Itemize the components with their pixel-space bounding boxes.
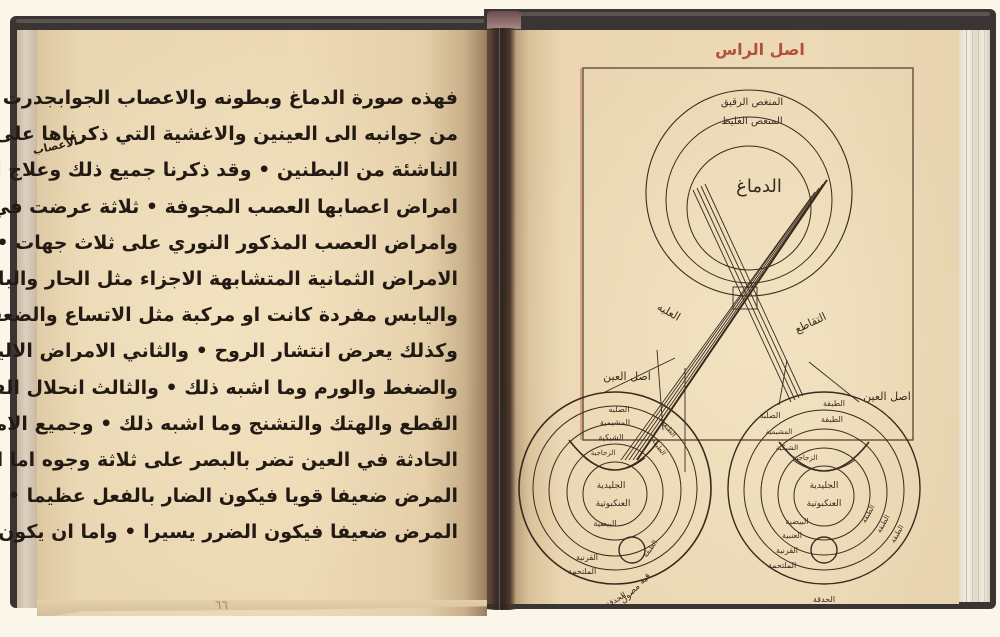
right-eye-layer-label: العنبية	[782, 531, 802, 540]
right-page	[487, 30, 959, 604]
membrane-label-inner: المنغص الغليظ	[721, 116, 782, 127]
right-eye-layer-label: الطبقة	[860, 504, 877, 525]
nerve-label-left: العليه	[655, 300, 683, 324]
right-eye-layer-label: القرنية	[776, 546, 798, 555]
diagram-title: اصل الراس	[715, 40, 805, 59]
optic-nerves	[604, 179, 860, 472]
text-line: المرض ضعيفا قويا فيكون الضار بالفعل عظيم…	[0, 485, 458, 508]
left-eye-layer-label: الجليدية	[597, 481, 626, 491]
text-line: الامراض الثمانية المتشابهة الاجزاء مثل ا…	[0, 267, 458, 290]
left-eye-layer-label: الطبقة	[659, 419, 678, 439]
text-line: امراض اعصابها العصب المجوفة • ثلاثة عرضت…	[0, 195, 458, 218]
left-page-text: فهذه صورة الدماغ وبطونه والاعصاب الجوابج…	[0, 80, 459, 550]
left-eye-layer-label: المشيمية	[600, 418, 630, 427]
right-eye-layer-label: الطبقة	[823, 399, 845, 408]
right-eye-layer-label: الصلبة	[760, 411, 781, 420]
right-eye-layer-label: المشيمية	[766, 428, 792, 436]
page-block-edge-left	[17, 30, 39, 608]
left-eye-layer-label: القرنية	[576, 553, 598, 562]
left-eye-layer-label: الملتحمة	[568, 567, 596, 576]
eye-root-label-right: اصل العين	[863, 390, 911, 403]
book-headband	[487, 11, 521, 29]
text-line: وامراض العصب المذكور النوري على ثلاث جها…	[0, 231, 458, 254]
text-line: وكذلك يعرض انتشار الروح • والثاني الامرا…	[0, 340, 458, 363]
right-eye-circles	[727, 391, 921, 585]
right-eye-pupil-label: الحدقة	[813, 595, 835, 604]
text-line: المرض ضعيفا فيكون الضرر يسيرا • واما ان …	[0, 521, 458, 544]
text-line: القطع والهتك والتشنج وما اشبه ذلك • وجمي…	[0, 412, 458, 435]
text-line: والضغط والورم وما اشبه ذلك • والثالث انح…	[0, 376, 458, 399]
left-page	[37, 30, 487, 616]
left-eye-layer-label: الزجاجية	[591, 449, 616, 457]
right-eye-layer-label: الشبكية	[776, 444, 798, 452]
text-line: الناشئة من البطنين • وقد ذكرنا جميع ذلك …	[0, 159, 458, 182]
page-block-edge-right	[958, 30, 990, 602]
right-eye-layer-label: الزجاجية	[793, 454, 818, 462]
right-eye-layer-label: البيضية	[785, 517, 808, 526]
left-eye-layer-label: البيضية	[593, 519, 616, 528]
right-eye-layer-label: الجليدية	[810, 481, 839, 491]
text-line: واليابس مفردة كانت او مركبة مثل الاتساع …	[0, 304, 458, 327]
left-eye-circles	[518, 391, 712, 585]
text-line: من جوانبه الى العينين والاغشية التي ذكرن…	[0, 123, 458, 146]
right-eye-layer-label: الطبقة	[875, 514, 892, 535]
eye-root-label-left: اصل العين	[603, 370, 651, 383]
eye-anatomy-diagram: المنغص الرقيق المنغص الغليظ الدماغ العلي…	[518, 67, 921, 604]
nerve-label-right: التقاطع	[793, 310, 829, 336]
diagram-labels: المنغص الرقيق المنغص الغليظ الدماغ العلي…	[568, 97, 911, 604]
left-eye-bottom-note: فيه مصول	[618, 571, 652, 604]
diagram-frame	[582, 67, 914, 441]
right-eye-layer-label: الطبقة	[821, 415, 843, 424]
membrane-label-outer: المنغص الرقيق	[721, 97, 783, 108]
folio-number: ٦٦	[215, 598, 228, 612]
left-eye-layer-label: الشبكية	[598, 433, 623, 442]
text-line: فهذه صورة الدماغ وبطونه والاعصاب الجوابج…	[2, 87, 459, 109]
right-eye-layer-label: العنكبوتية	[807, 499, 842, 509]
left-eye-layer-label: الصلبه	[609, 405, 630, 414]
left-eye-layer-label: العنكبوتية	[596, 499, 631, 509]
brain-label: الدماغ	[736, 176, 782, 197]
book-gutter	[486, 28, 516, 610]
right-eye-layer-label: الملتحمة	[768, 561, 796, 570]
text-line: الحادثة في العين تضر بالبصر على ثلاثة وج…	[0, 448, 458, 471]
